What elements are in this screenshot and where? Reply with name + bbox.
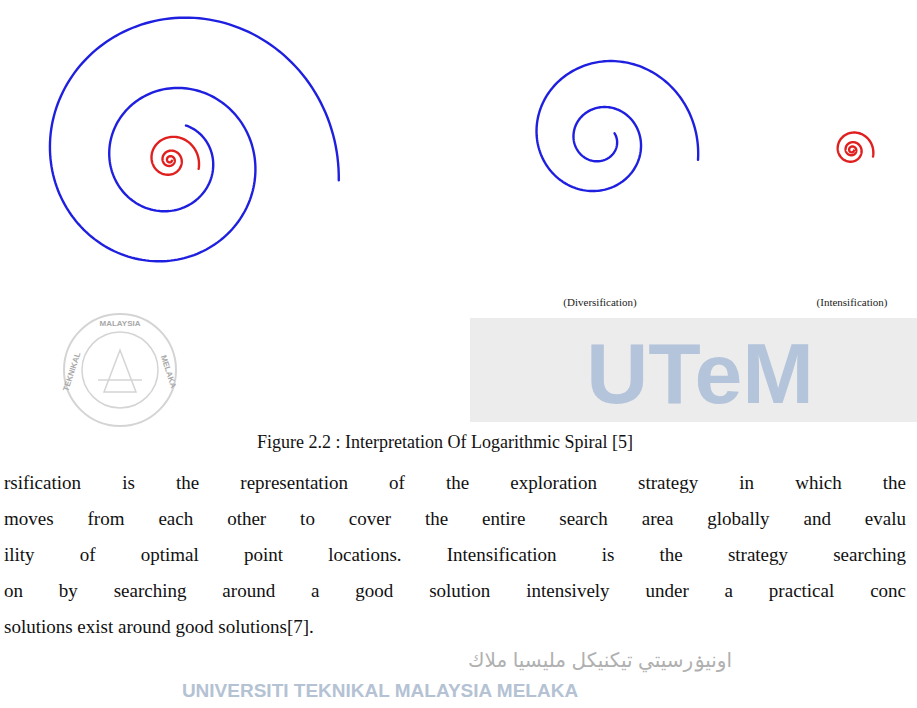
body-text: ility of optimal point locations. Intens…: [4, 544, 906, 567]
diversification-spiral: [50, 18, 339, 262]
body-text: on by searching around a good solution i…: [4, 580, 906, 603]
university-watermark: UNIVERSITI TEKNIKAL MALAYSIA MELAKA: [182, 680, 578, 703]
logo-watermark: UTeM: [586, 322, 814, 425]
body-text: rsification is the representation of the…: [4, 472, 906, 495]
intensification-spiral: [152, 137, 200, 175]
figure-caption: Figure 2.2 : Interpretation Of Logarithm…: [257, 432, 633, 454]
intensification-spiral: [838, 133, 874, 162]
spiral-label: (Diversification): [563, 296, 636, 309]
emblem-watermark: [64, 314, 176, 426]
emblem-text: MALAYSIA: [99, 319, 140, 329]
body-text: solutions exist around good solutions[7]…: [4, 616, 314, 639]
diversification-spiral: [537, 61, 699, 191]
jawi-watermark: اونيۏرسيتي تيكنيكل مليسيا ملاك: [468, 648, 732, 672]
spiral-label: (Intensification): [817, 296, 888, 309]
body-text: moves from each other to cover the entir…: [4, 508, 906, 531]
